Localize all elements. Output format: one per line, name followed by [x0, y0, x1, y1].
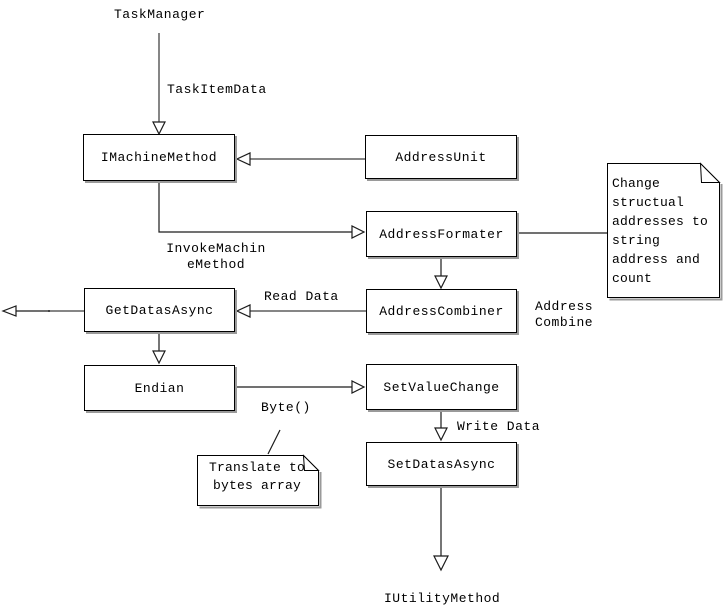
edge-setvaluechange-setdatasasync — [434, 410, 448, 442]
entity-iutilitymethod: IUtilityMethod — [384, 591, 501, 606]
edge-label-write-data: Write Data — [457, 419, 541, 434]
entity-taskmanager: TaskManager — [114, 7, 206, 22]
edge-label-byte: Byte() — [261, 400, 311, 415]
node-addresscombiner: AddressCombiner — [366, 289, 517, 333]
edge-taskmanager-imachinemethod — [152, 33, 166, 136]
edge-label-invokemachinemethod: InvokeMachin eMethod — [166, 241, 266, 272]
node-setvaluechange: SetValueChange — [366, 364, 517, 410]
edge-label-address-combine: Address Combine — [534, 299, 594, 330]
node-getdatasasync: GetDatasAsync — [84, 288, 235, 332]
note-translate-bytes-text: Translate to bytes array — [208, 460, 305, 493]
edge-getdatasasync-endian — [152, 332, 166, 365]
note-change-structual-text: Change structual addresses to string add… — [612, 176, 709, 286]
edge-setdatasasync-iutilitymethod — [433, 486, 449, 572]
edge-addressformater-addresscombiner — [434, 257, 448, 290]
node-endian: Endian — [84, 365, 235, 411]
edge-addressunit-imachinemethod — [235, 152, 365, 166]
node-imachinemethod: IMachineMethod — [83, 134, 235, 181]
edge-imachinemethod-addressformater — [158, 181, 366, 239]
edge-endian-setvaluechange — [236, 380, 366, 394]
edge-label-read-data: Read Data — [264, 289, 339, 304]
edge-getdatasasync-out-left — [1, 305, 84, 317]
node-setdatasasync: SetDatasAsync — [366, 442, 517, 486]
node-addressformater: AddressFormater — [366, 211, 517, 257]
edge-label-taskitemdata: TaskItemData — [167, 82, 267, 97]
edge-addresscombiner-getdatasasync — [235, 304, 366, 318]
edge-note-byte — [267, 429, 281, 455]
node-addressunit: AddressUnit — [365, 135, 517, 179]
